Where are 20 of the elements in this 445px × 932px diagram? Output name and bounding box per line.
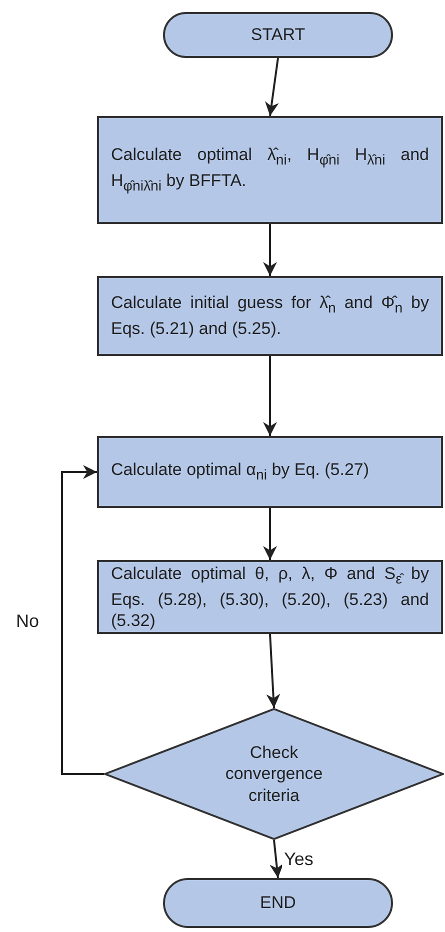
arrow: [264, 58, 279, 116]
step-text: Calculate optimal λ̂$_{ni}$, H$_{φ̂ni}$ H$_{λ̂ni}$ and H$_{φ̂niλ̂ni}$ by BFFTA.: [111, 144, 429, 196]
step-text: Calculate optimal θ, ρ, λ, Φ and S$_{ε̂}$ by Eqs. (5.28), (5.30), (5.20), (5.23) and (5.32): [111, 562, 429, 632]
step-text: Check convergence criteria: [224, 742, 324, 806]
arrow: [263, 224, 277, 276]
step-text: END: [260, 892, 296, 914]
step-text: Calculate optimal α$_{ni}$ by Eq. (5.27): [111, 458, 370, 486]
arrow: [270, 840, 284, 878]
process-box: [97, 276, 443, 356]
arrow: [263, 508, 277, 560]
terminal-pill: [163, 878, 393, 928]
decision-diamond: [104, 708, 444, 840]
process-box: [97, 116, 443, 224]
arrow: [266, 634, 280, 708]
terminal-pill: [163, 12, 393, 58]
process-box: [97, 436, 443, 508]
arrow: [263, 356, 277, 436]
step-text: START: [250, 24, 306, 46]
arrow: [61, 465, 104, 775]
step-text: Calculate initial guess for λ̂$_{n}$ and Φ̂$_{n}$ by Eqs. (5.21) and (5.25).: [111, 292, 429, 340]
